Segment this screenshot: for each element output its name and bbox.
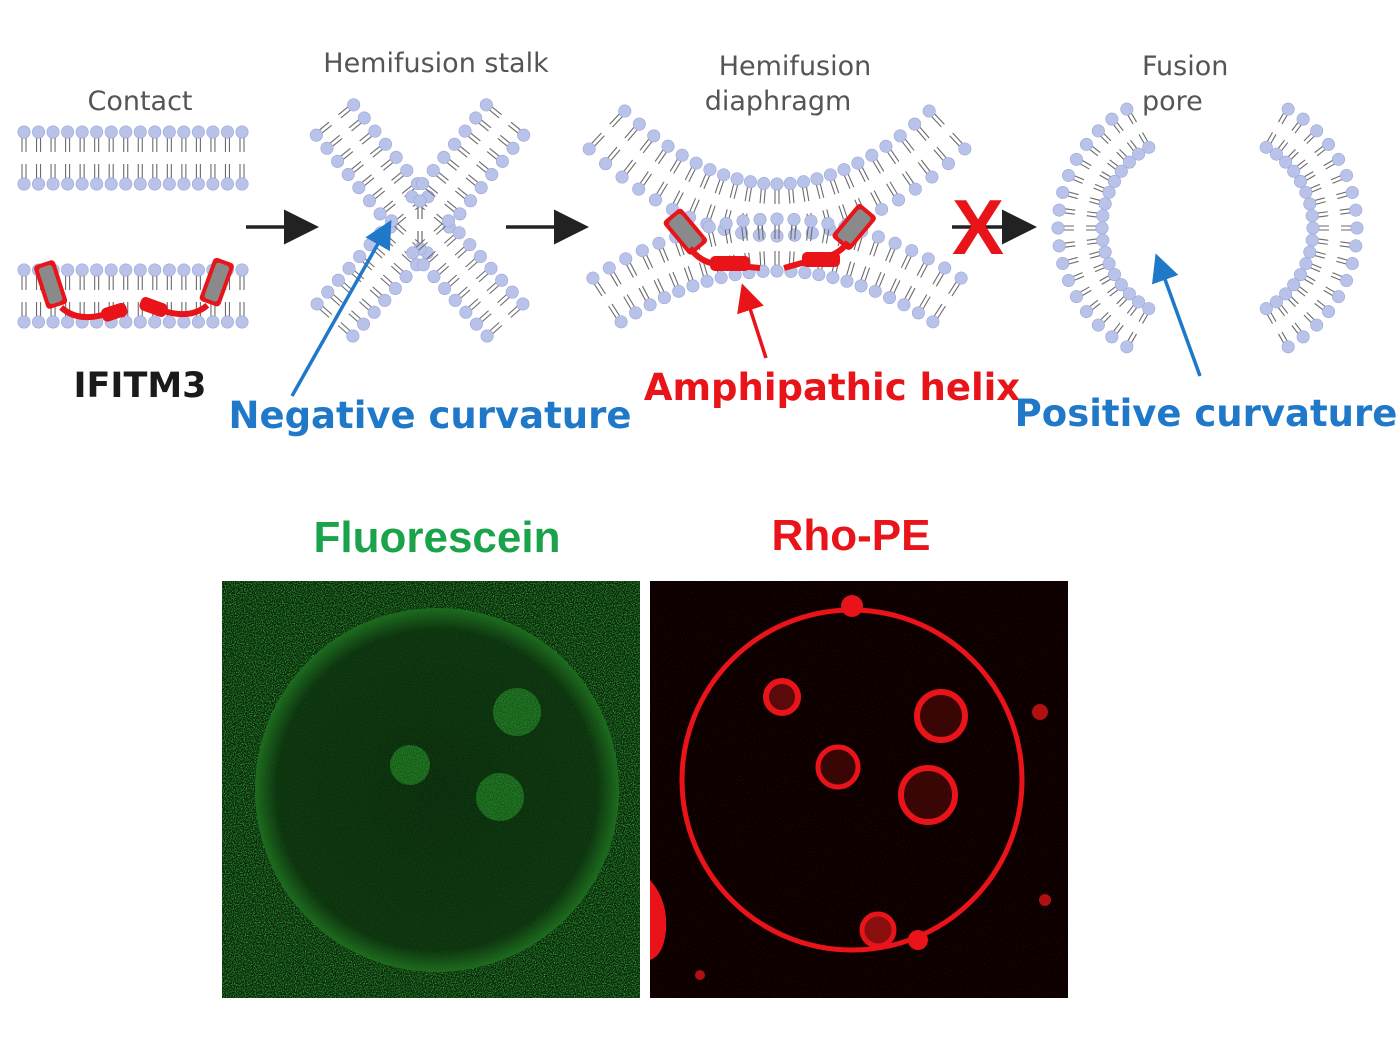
negative-curvature-arrow [290,219,392,397]
ifitm3-protein-left [34,260,128,322]
rho-pe-inner-vesicle-5 [859,911,897,949]
diaphragm-helix-left-body [710,256,750,271]
diaphragm-helix-right-body [802,252,840,267]
diaphragm-protein-right [832,204,876,250]
positive-curvature-label: Positive curvature [1015,392,1398,435]
negative-curvature-label: Negative curvature [229,394,632,437]
ifitm3-label: IFITM3 [73,366,206,406]
stage-label-fusion-pore-2: pore [1142,86,1203,117]
stage-label-hemifusion-stalk: Hemifusion stalk [323,48,549,79]
rho-pe-inner-vesicle-4 [898,765,958,825]
rho-pe-inner-vesicle-1 [763,678,801,716]
stage-label-hemifusion-diaphragm-2: diaphragm [705,86,852,117]
blocked-x-mark: X [952,183,1004,271]
rho-pe-inner-vesicle-3 [815,744,861,790]
ifitm3-protein-right [139,257,234,318]
rho-pe-title: Rho-PE [772,511,931,560]
rho-pe-bright-spot-1 [841,595,863,617]
hemifusion-stalk-membrane [309,98,531,343]
amphipathic-helix-label: Amphipathic helix [644,366,1020,409]
rho-pe-micrograph [650,581,1068,998]
stage-label-contact: Contact [87,86,192,117]
positive-curvature-arrow [1151,253,1202,377]
stage-label-hemifusion-diaphragm-1: Hemifusion [719,51,872,82]
stage-label-fusion-pore-1: Fusion [1142,51,1228,82]
diaphragm-protein-left [663,208,708,255]
fluorescein-title: Fluorescein [314,513,561,562]
rho-pe-bright-spot-2 [908,930,928,950]
fluorescein-micrograph [222,581,640,998]
amphipathic-helix-arrow [737,283,768,359]
hemifusion-diaphragm-membrane [582,104,972,329]
rho-pe-edge-blob [650,880,667,960]
fusion-pore-membrane [1051,102,1364,354]
rho-pe-inner-vesicle-2 [914,689,968,743]
rho-pe-bright-spot-3 [1032,704,1048,720]
